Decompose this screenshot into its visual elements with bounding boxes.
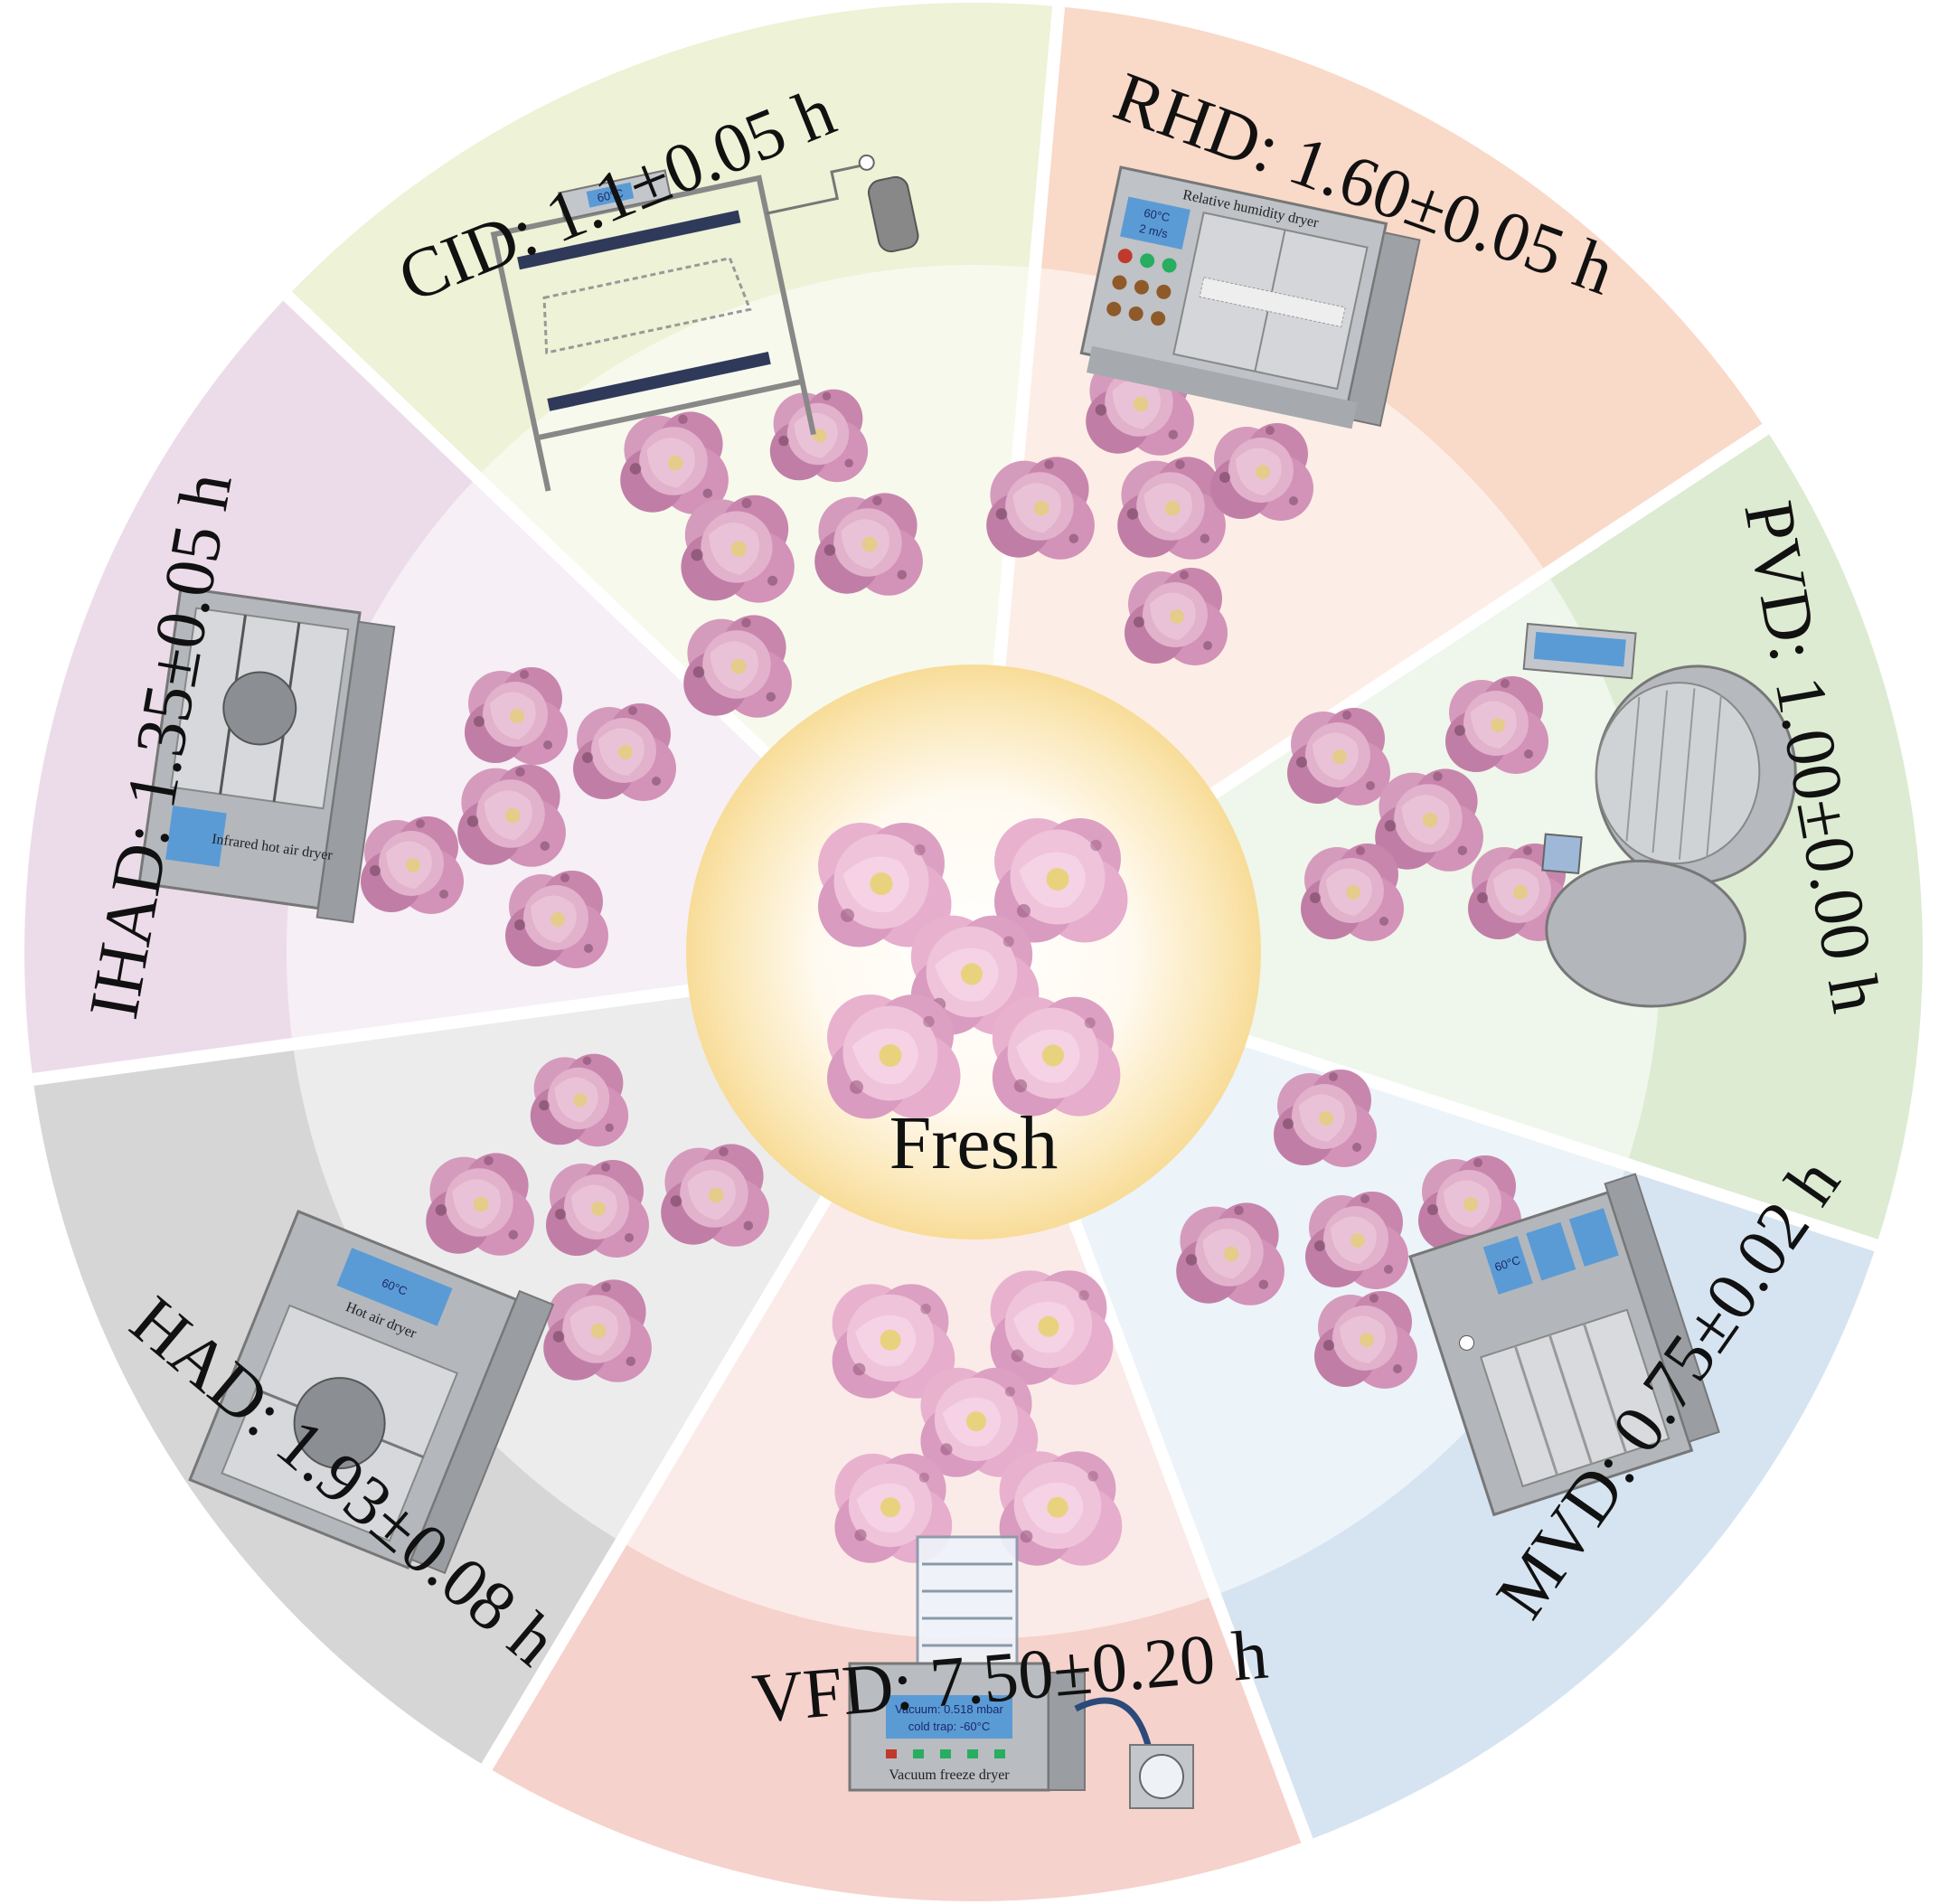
ihad-dryer-icon: Infrared hot air dryer	[137, 586, 396, 924]
vfd-device-name: Vacuum freeze dryer	[889, 1767, 1010, 1783]
vfd-screen-line-2: cold trap: -60°C	[908, 1720, 990, 1733]
rhd-screen-line-2: 2 m/s	[1138, 222, 1170, 240]
rhd-dryer-icon: Relative humidity dryer 60°C 2 m/s	[1079, 165, 1421, 429]
rhd-screen-line-1: 60°C	[1143, 206, 1172, 225]
vfd-dryer-icon: Vacuum: 0.518 mbar cold trap: -60°C Vacu…	[848, 1535, 1194, 1809]
fresh-flower-4	[827, 994, 961, 1119]
had-dryer-icon: 60°C Hot air dryer	[188, 1210, 555, 1575]
mvd-dryer-icon: 60°C	[1408, 1173, 1720, 1517]
fresh-flower-5	[992, 996, 1121, 1117]
cid-dryer-icon: 60°C	[490, 154, 919, 492]
vfd-screen-line-1: Vacuum: 0.518 mbar	[895, 1702, 1003, 1716]
cid-screen-text: 60°C	[596, 186, 625, 205]
pvd-dryer-icon	[1522, 622, 1797, 1008]
center-label: Fresh	[889, 1101, 1059, 1185]
